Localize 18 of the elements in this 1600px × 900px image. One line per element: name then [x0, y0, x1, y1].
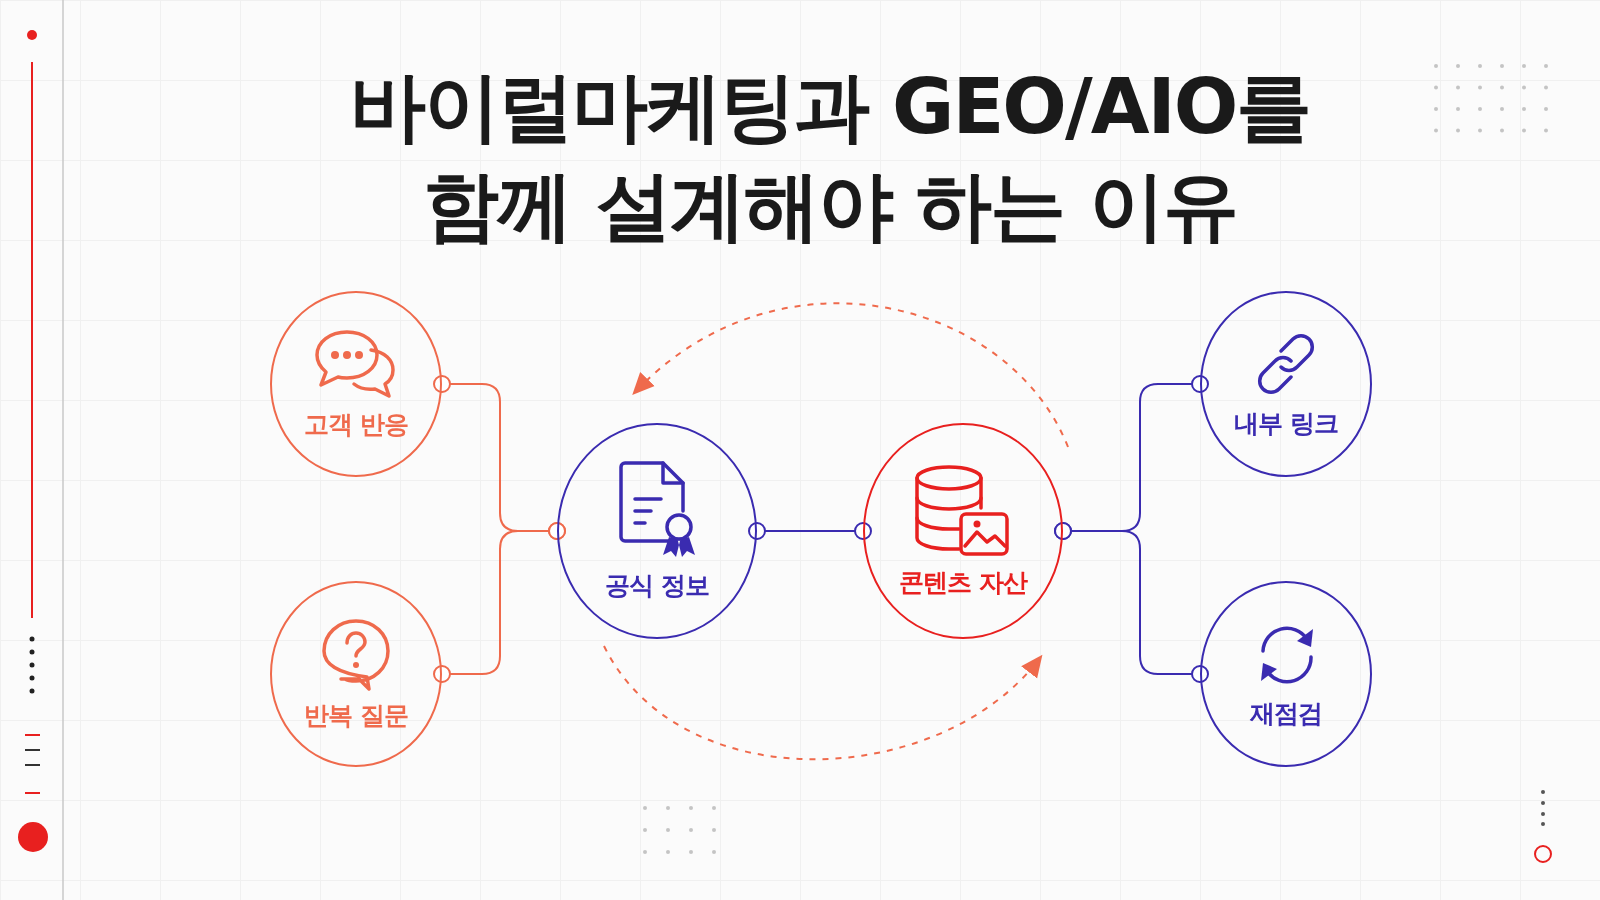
dashed-arrow: [603, 645, 1043, 761]
node-label: 콘텐츠 자산: [899, 566, 1027, 599]
node-label: 반복 질문: [304, 699, 408, 732]
connector-line: [748, 522, 872, 540]
connector-line: [433, 522, 566, 683]
circle-node: [1200, 291, 1372, 477]
title: 바이럴마케팅과 GEO/AIO를 함께 설계해야 하는 이유: [348, 61, 1312, 252]
circle-node: [557, 423, 757, 639]
connector-line: [1054, 522, 1209, 683]
circle-node: [1200, 581, 1372, 767]
node-label: 내부 링크: [1234, 407, 1338, 440]
circle-node: [270, 581, 442, 767]
dashed-arrow: [632, 302, 1069, 448]
node-label: 재점검: [1250, 697, 1322, 730]
node-label: 고객 반응: [304, 408, 408, 441]
circle-node: [270, 291, 442, 477]
node-label: 공식 정보: [605, 569, 709, 602]
circle-node: [863, 423, 1063, 639]
